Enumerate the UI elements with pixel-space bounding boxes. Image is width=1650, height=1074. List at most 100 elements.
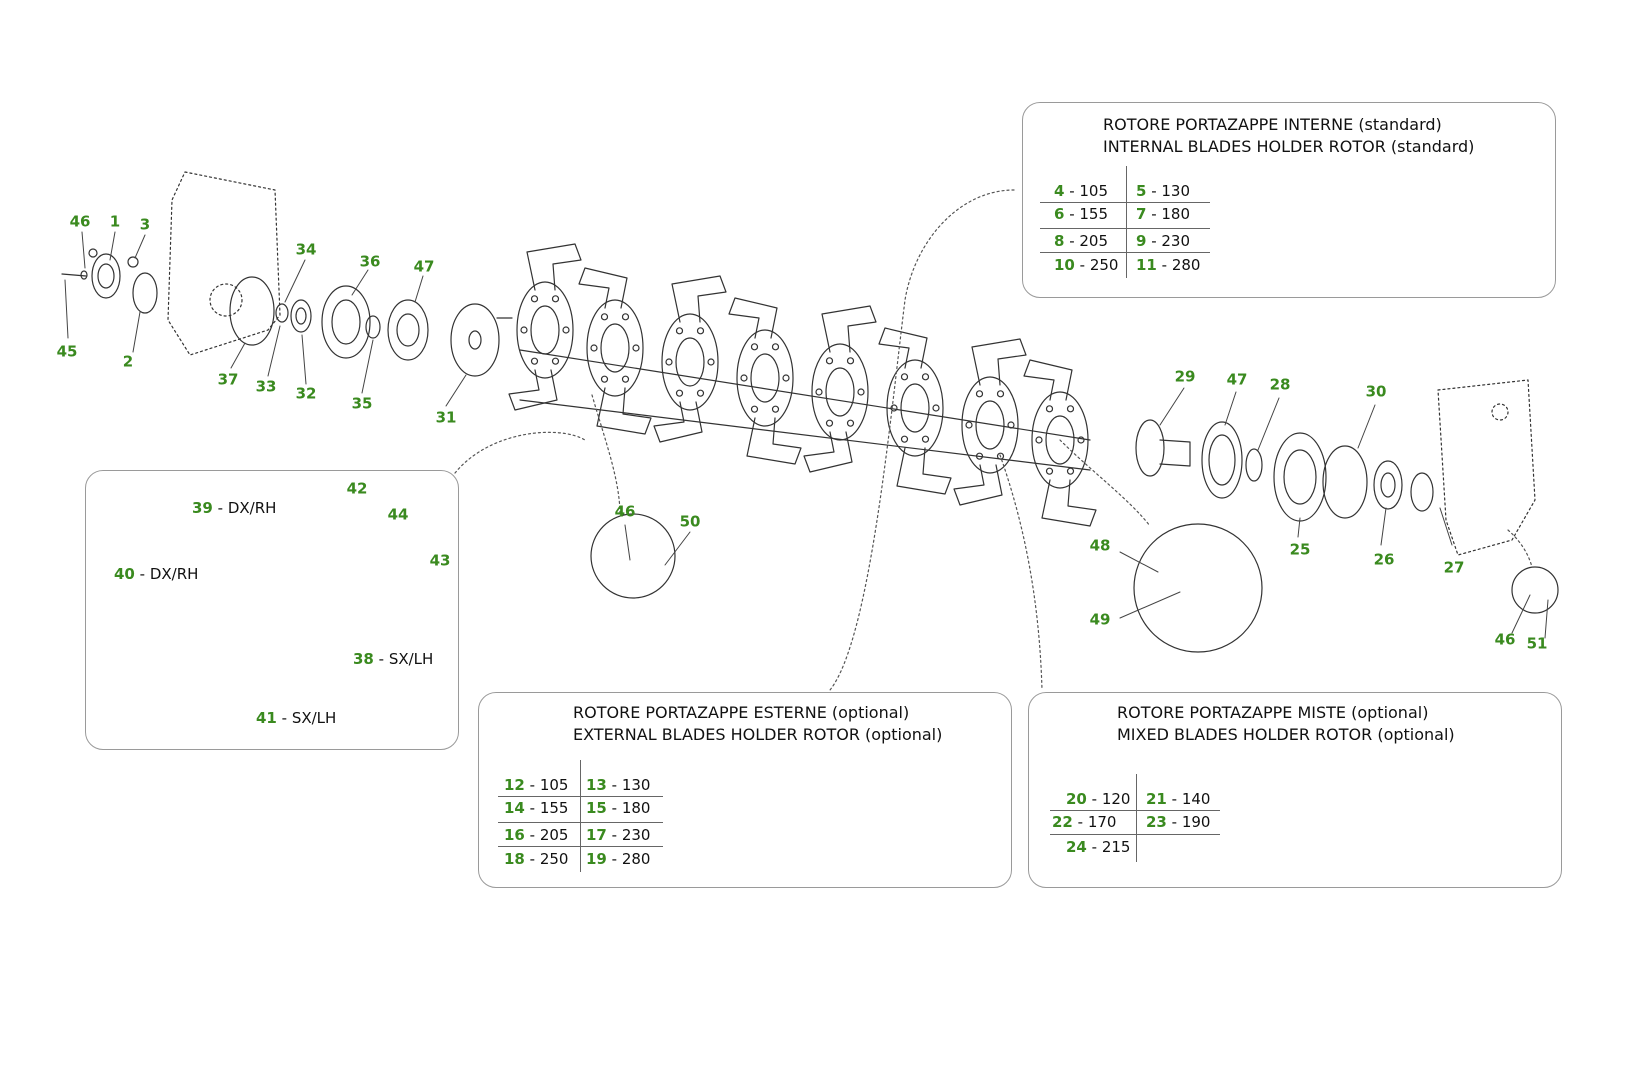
size-num: 15 — [586, 799, 607, 817]
flange-disc — [961, 376, 1019, 474]
size-cell: 19 - 280 — [586, 850, 651, 868]
flange-disc — [811, 343, 869, 441]
size-val: 170 — [1087, 813, 1117, 831]
flange-bolt — [520, 326, 528, 334]
size-cell: 15 - 180 — [586, 799, 651, 817]
blade-num: 41 — [256, 709, 277, 727]
callout-34: 34 — [295, 240, 317, 259]
callout-46: 46 — [1494, 630, 1516, 649]
callout-28: 28 — [1269, 375, 1291, 394]
size-num: 11 — [1136, 256, 1157, 274]
flange-bolt — [900, 435, 909, 443]
table-divider — [1126, 166, 1127, 278]
table-divider — [1136, 774, 1137, 862]
flange-bolt — [740, 374, 748, 382]
size-cell: 5 - 130 — [1136, 182, 1191, 200]
internal-title-it: ROTORE PORTAZAPPE INTERNE (standard) — [1103, 115, 1442, 134]
internal-size-table: 4 - 105 5 - 130 6 - 155 7 - 180 8 - 205 … — [1040, 166, 1220, 280]
flange-bolt — [846, 419, 855, 427]
flange-bolt — [530, 357, 539, 365]
callout-25: 25 — [1289, 540, 1311, 559]
flange-bolt — [1045, 405, 1054, 413]
mixed-title-it: ROTORE PORTAZAPPE MISTE (optional) — [1117, 703, 1429, 722]
blade-side: SX/LH — [291, 709, 337, 727]
callout-49: 49 — [1089, 610, 1111, 629]
callout-3: 3 — [139, 215, 151, 234]
external-title-it: ROTORE PORTAZAPPE ESTERNE (optional) — [573, 703, 910, 722]
flange-bolt — [1035, 436, 1043, 444]
rotor-tube — [519, 349, 1091, 471]
blade-side: DX/RH — [227, 499, 277, 517]
callout-47: 47 — [413, 257, 435, 276]
size-val: 140 — [1181, 790, 1211, 808]
mixed-rotor-panel — [1028, 692, 1562, 888]
flange-bolt — [846, 357, 855, 365]
right-hub-parts — [1135, 419, 1434, 522]
flange-hub — [975, 400, 1005, 450]
callout-26: 26 — [1373, 550, 1395, 569]
callout-43: 43 — [429, 551, 451, 570]
flange-bolt — [890, 404, 898, 412]
flange-bolt — [1066, 405, 1075, 413]
size-num: 23 — [1146, 813, 1167, 831]
blade-side: SX/LH — [388, 650, 434, 668]
callout-30: 30 — [1365, 382, 1387, 401]
callout-1: 1 — [109, 212, 121, 231]
flange-bolt — [965, 421, 973, 429]
callout-37: 37 — [217, 370, 239, 389]
flange-disc — [661, 313, 719, 411]
size-cell: 23 - 190 — [1146, 813, 1211, 831]
flange-disc — [516, 281, 574, 379]
flange-hub — [900, 383, 930, 433]
size-val: 205 — [1079, 232, 1109, 250]
flange-bolt — [707, 358, 715, 366]
size-cell: 20 - 120 — [1066, 790, 1131, 808]
callout-48: 48 — [1089, 536, 1111, 555]
flange-bolt — [551, 357, 560, 365]
size-cell: 9 - 230 — [1136, 232, 1191, 250]
size-val: 215 — [1101, 838, 1131, 856]
size-cell: 21 - 140 — [1146, 790, 1211, 808]
internal-rotor-panel — [1022, 102, 1556, 298]
flange-bolt — [825, 357, 834, 365]
tiller-blade — [1041, 479, 1097, 527]
size-val: 230 — [1161, 232, 1191, 250]
size-val: 250 — [539, 850, 569, 868]
flange-bolt — [696, 327, 705, 335]
flange-bolt — [815, 388, 823, 396]
flange-hub — [750, 353, 780, 403]
tiller-blade — [596, 387, 652, 435]
callout-33: 33 — [255, 377, 277, 396]
table-rule — [1050, 810, 1220, 811]
size-cell: 6 - 155 — [1054, 205, 1109, 223]
size-cell: 7 - 180 — [1136, 205, 1191, 223]
tiller-blade — [578, 267, 628, 309]
flange-bolt — [696, 389, 705, 397]
tiller-blade — [671, 275, 727, 323]
tiller-blade — [896, 447, 952, 495]
flange-bolt — [665, 358, 673, 366]
flange-bolt — [1007, 421, 1015, 429]
flange-bolt — [857, 388, 865, 396]
size-num: 16 — [504, 826, 525, 844]
size-cell: 17 - 230 — [586, 826, 651, 844]
size-num: 21 — [1146, 790, 1167, 808]
callout-46: 46 — [614, 502, 636, 521]
flange-bolt — [1077, 436, 1085, 444]
size-cell: 8 - 205 — [1054, 232, 1109, 250]
flange-bolt — [675, 389, 684, 397]
flange-bolt — [621, 375, 630, 383]
callout-36: 36 — [359, 252, 381, 271]
size-num: 20 — [1066, 790, 1087, 808]
tiller-blade — [746, 417, 802, 465]
flange-bolt — [932, 404, 940, 412]
callout-50: 50 — [679, 512, 701, 531]
flange-hub — [530, 305, 560, 355]
size-num: 22 — [1052, 813, 1073, 831]
table-rule — [1040, 202, 1210, 203]
flange-bolt — [600, 375, 609, 383]
size-val: 230 — [621, 826, 651, 844]
tiller-blade — [526, 243, 582, 291]
flange-disc — [1031, 391, 1089, 489]
size-num: 17 — [586, 826, 607, 844]
